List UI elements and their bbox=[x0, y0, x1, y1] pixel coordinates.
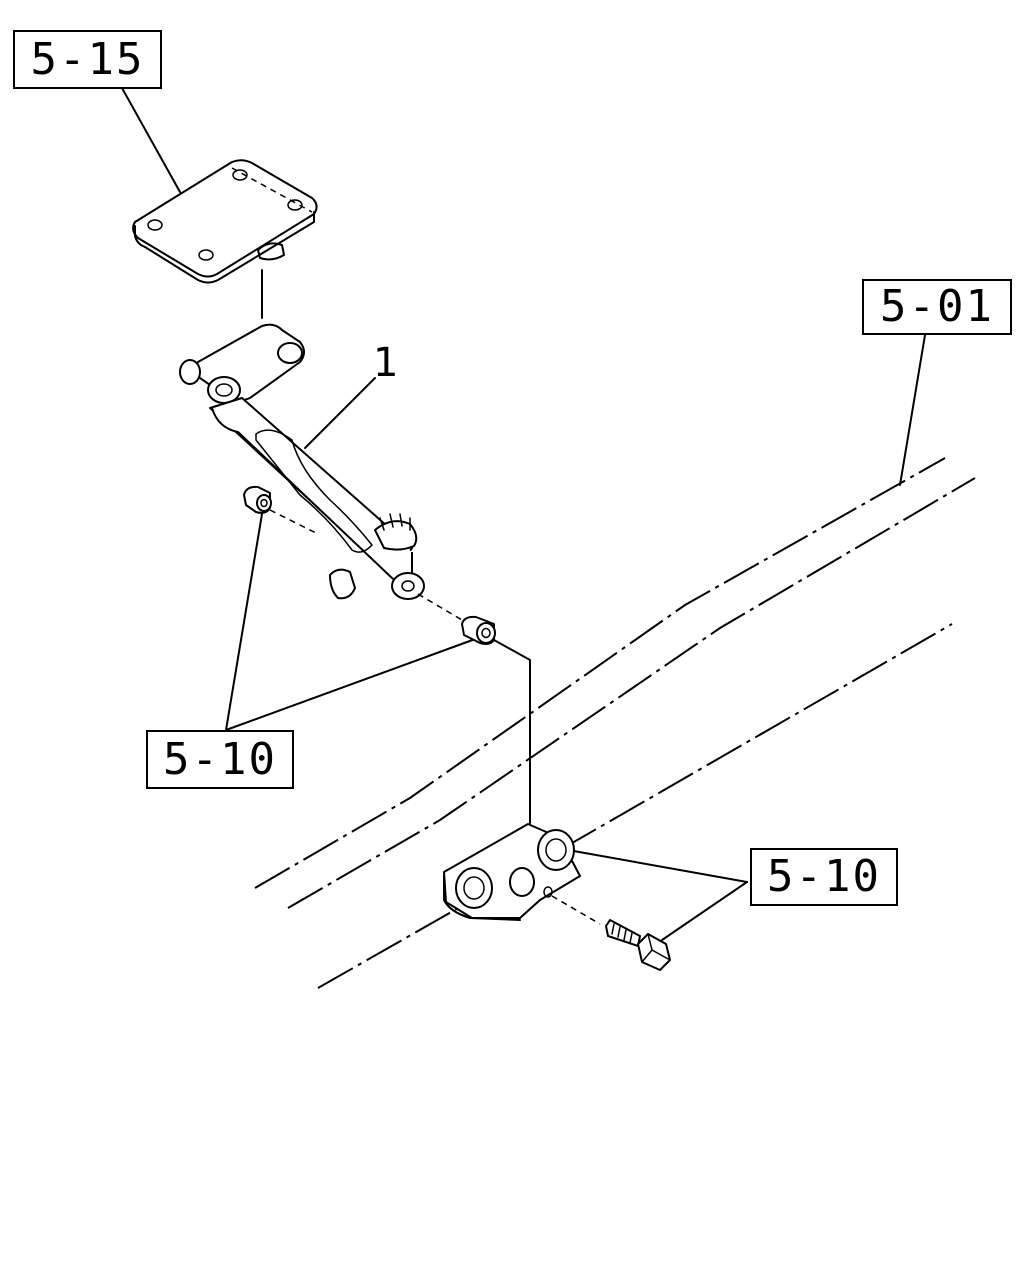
ref-callout-5-10-right[interactable]: 5-10 bbox=[750, 848, 898, 906]
lower-bracket bbox=[443, 823, 581, 921]
ref-callout-5-15[interactable]: 5-15 bbox=[13, 30, 162, 89]
bushing-lower bbox=[461, 615, 496, 645]
leader-lines bbox=[121, 87, 926, 941]
vertical-link-line bbox=[493, 639, 531, 881]
frame-rail bbox=[254, 457, 976, 989]
item-number-label: 1 bbox=[373, 340, 399, 386]
ref-callout-5-10-left[interactable]: 5-10 bbox=[146, 730, 294, 789]
bushing-upper bbox=[243, 485, 272, 514]
bolt bbox=[551, 895, 671, 971]
ref-callout-5-01[interactable]: 5-01 bbox=[862, 279, 1012, 335]
level-sensor-assembly bbox=[179, 323, 425, 600]
mounting-plate bbox=[132, 159, 318, 284]
bushing-lower-path bbox=[417, 593, 463, 621]
bushing-upper-path bbox=[269, 509, 319, 535]
